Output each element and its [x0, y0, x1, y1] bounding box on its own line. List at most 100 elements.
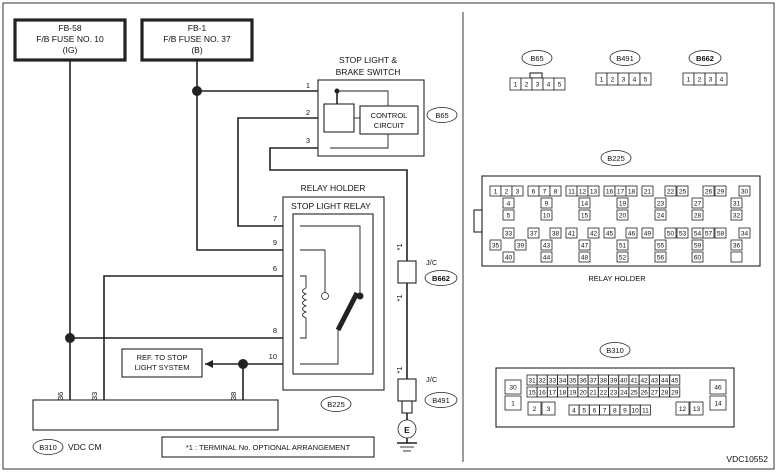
b225-pin-54: 54 [694, 230, 702, 237]
relay-armature [335, 291, 360, 332]
b225-pin-42: 42 [590, 230, 598, 237]
b310-pin-31: 31 [528, 377, 536, 384]
b310-pin-1-cell [504, 395, 522, 411]
b225-pin-26-cell [702, 185, 715, 197]
b310-pin-29-cell [669, 386, 681, 398]
b225-pin-59: 59 [694, 242, 702, 249]
b225-pin-23: 23 [657, 200, 665, 207]
b225-pin-44-cell [540, 251, 553, 263]
b310-pin-10: 10 [632, 407, 640, 414]
b310-pin-4: 4 [572, 407, 576, 414]
fuse-fb58-code: FB-58 [58, 23, 81, 33]
b65-pin-1: 1 [514, 81, 518, 88]
relay-pin-6: 6 [273, 264, 277, 273]
b225-pin-57-cell [702, 227, 715, 239]
b65-pin-5: 5 [558, 81, 562, 88]
b225-pin-35-cell [489, 239, 502, 251]
b225-pin-22: 22 [667, 188, 675, 195]
b310-pin-36: 36 [579, 377, 587, 384]
b225-pin-58: 58 [717, 230, 725, 237]
b225-pin-16: 16 [606, 188, 614, 195]
b225-pin-47: 47 [581, 242, 589, 249]
vdc-connector-code: B310 [39, 443, 57, 452]
switch-pin-2: 2 [306, 108, 310, 117]
b491-pin-5: 5 [644, 76, 648, 83]
b491-pin-3: 3 [622, 76, 626, 83]
b225-pin-41-cell [565, 227, 578, 239]
b225-pin-24: 24 [657, 212, 665, 219]
b491-code: B491 [616, 54, 634, 63]
b225-pin-18: 18 [628, 188, 636, 195]
b65-tag [521, 50, 553, 66]
b225-pin-44: 44 [543, 254, 551, 261]
b225-pin-34: 34 [741, 230, 749, 237]
b225-pin-30-cell [738, 185, 751, 197]
b310-pin-30-cell [504, 379, 522, 395]
b225-pin-19-cell [616, 197, 629, 209]
b225-pin-23-cell [654, 197, 667, 209]
b225-pin-35: 35 [492, 242, 500, 249]
switch-title-2: BRAKE SWITCH [336, 67, 401, 77]
b225-pin-5: 5 [507, 212, 511, 219]
b225-pin-45: 45 [606, 230, 614, 237]
b310-code: B310 [606, 346, 624, 355]
b225-pin-38: 38 [552, 230, 560, 237]
b225-pin-51: 51 [619, 242, 627, 249]
switch-pin-1: 1 [306, 81, 310, 90]
b225-pin-28-cell [691, 209, 704, 221]
switch-connector-tag [426, 107, 458, 123]
b225-pin-12: 12 [579, 188, 587, 195]
b225-pin-20-cell [616, 209, 629, 221]
b225-pin-55-cell [654, 239, 667, 251]
vdc-connector-tag [32, 439, 64, 455]
b225-pin-8: 8 [554, 188, 558, 195]
b225-pin-30: 30 [741, 188, 749, 195]
b225-pin-11: 11 [568, 188, 575, 195]
vdc-pin-33: 33 [90, 392, 99, 400]
b225-pin-25: 25 [679, 188, 687, 195]
relay-title: STOP LIGHT RELAY [291, 201, 371, 211]
b310-pin-41: 41 [630, 377, 638, 384]
b310-pin-6: 6 [593, 407, 597, 414]
b225-pin-6: 6 [532, 188, 536, 195]
fuse-fb1-code: FB-1 [188, 23, 207, 33]
b225-pin-41: 41 [568, 230, 576, 237]
fuse-fb1-type: (B) [191, 45, 203, 55]
b310-pin-16: 16 [539, 389, 547, 396]
relay-pin-10: 10 [269, 352, 277, 361]
b225-pin-56: 56 [657, 254, 665, 261]
ref-stop-light-box [121, 348, 203, 378]
b225-pin-48-cell [578, 251, 591, 263]
b662-pin-4-cell [715, 72, 728, 86]
b310-pin-14-cell [709, 395, 727, 411]
b225-pin-7: 7 [543, 188, 547, 195]
b225-pin-22-cell [664, 185, 677, 197]
b225-pin-46-cell [625, 227, 638, 239]
b225-pin-59-cell [691, 239, 704, 251]
b310-pin-35: 35 [569, 377, 577, 384]
fuse-fb1-name: F/B FUSE NO. 37 [163, 34, 231, 44]
b310-pin-9: 9 [623, 407, 627, 414]
b225-pin-3-cell [511, 185, 524, 197]
relay-holder-title: RELAY HOLDER [301, 183, 366, 193]
b225-pin-27: 27 [694, 200, 702, 207]
b310-pin-42: 42 [641, 377, 649, 384]
b225-pin-2: 2 [505, 188, 509, 195]
b310-pin-27: 27 [651, 389, 659, 396]
b225-pin-13-cell [587, 185, 600, 197]
b310-pin-37: 37 [590, 377, 598, 384]
b310-pin-28: 28 [661, 389, 669, 396]
b310-pin-5: 5 [582, 407, 586, 414]
b225-pin-24-cell [654, 209, 667, 221]
b225-pin-52-cell [616, 251, 629, 263]
b225-pin-3: 3 [516, 188, 520, 195]
b225-pin-37-cell [527, 227, 540, 239]
wire-switch-pin3 [269, 147, 408, 400]
b310-pin-20: 20 [579, 389, 587, 396]
b310-pin-2-cell [527, 401, 542, 416]
b225-pin-18-cell [625, 185, 638, 197]
